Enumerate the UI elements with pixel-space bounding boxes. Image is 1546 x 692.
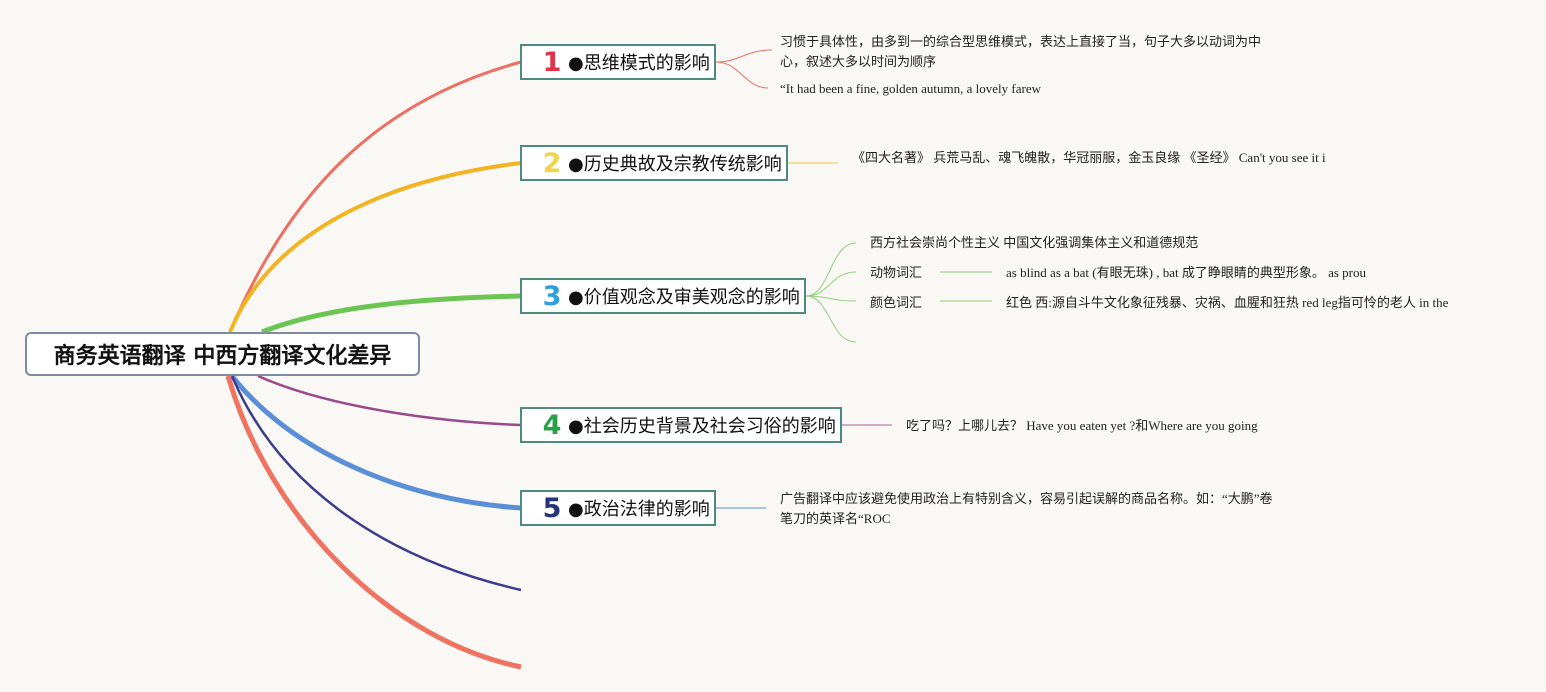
number-badge-2: 2 — [542, 147, 562, 179]
number-badge-5: 5 — [542, 492, 562, 524]
branch-line-2 — [228, 161, 522, 333]
detail-connector-3a — [805, 242, 857, 297]
detail-advertising-example: 广告翻译中应该避免使用政治上有特别含义，容易引起误解的商品名称。如：“大鹏”卷笔… — [780, 491, 1273, 526]
detail-thinking-description: 习惯于具体性，由多到一的综合型思维模式，表达上直接了当，句子大多以动词为中心，叙… — [780, 34, 1262, 69]
detail-thinking-example: “It had been a fine, golden autumn, a lo… — [780, 81, 1041, 96]
branch-node-values-aesthetics[interactable]: 3 ●价值观念及审美观念的影响 — [520, 278, 806, 314]
branch-node-politics-law[interactable]: 5 ●政治法律的影响 — [520, 490, 716, 526]
branch-node-social-customs[interactable]: 4 ●社会历史背景及社会习俗的影响 — [520, 407, 842, 443]
detail-history-examples: 《四大名著》 兵荒马乱、魂飞魄散，华冠丽服，金玉良缘 《圣经》 Can't yo… — [852, 150, 1326, 165]
root-topic[interactable]: 商务英语翻译 中西方翻译文化差异 — [25, 332, 420, 376]
number-badge-1: 1 — [542, 46, 562, 78]
branch-line-7 — [225, 375, 522, 670]
detail-connector-3d — [805, 295, 857, 343]
branch-line-1 — [228, 60, 522, 333]
detail-animal-words-example: as blind as a bat (有眼无珠) , bat 成了睁眼睛的典型形… — [1006, 265, 1366, 280]
branch-line-6 — [230, 375, 522, 592]
branch-label: ●政治法律的影响 — [568, 499, 710, 520]
branch-label: ●历史典故及宗教传统影响 — [568, 154, 782, 175]
branch-line-3 — [261, 293, 522, 335]
number-badge-3: 3 — [542, 280, 562, 312]
detail-connector-3c — [805, 295, 857, 302]
branch-line-5 — [230, 374, 522, 511]
detail-greeting-example: 吃了吗？上哪儿去？ Have you eaten yet ?和Where are… — [906, 418, 1258, 433]
detail-connector-1a — [715, 49, 773, 63]
branch-label: ●思维模式的影响 — [568, 53, 710, 74]
number-badge-4: 4 — [542, 409, 562, 441]
detail-color-words-label: 颜色词汇 — [870, 295, 923, 310]
detail-color-words-example: 红色 西:源自斗牛文化象征残暴、灾祸、血腥和狂热 red leg指可怜的老人 i… — [1006, 295, 1449, 310]
detail-values-individualism: 西方社会崇尚个性主义 中国文化强调集体主义和道德规范 — [870, 235, 1199, 250]
branch-line-4 — [257, 374, 522, 427]
detail-animal-words-label: 动物词汇 — [870, 265, 923, 280]
branch-node-history-religion[interactable]: 2 ●历史典故及宗教传统影响 — [520, 145, 788, 181]
branch-label: ●价值观念及审美观念的影响 — [568, 287, 800, 308]
branch-label: ●社会历史背景及社会习俗的影响 — [568, 416, 836, 437]
branch-node-thinking-mode[interactable]: 1 ●思维模式的影响 — [520, 44, 716, 80]
detail-connector-1b — [715, 61, 769, 89]
detail-connector-3b — [805, 271, 857, 297]
